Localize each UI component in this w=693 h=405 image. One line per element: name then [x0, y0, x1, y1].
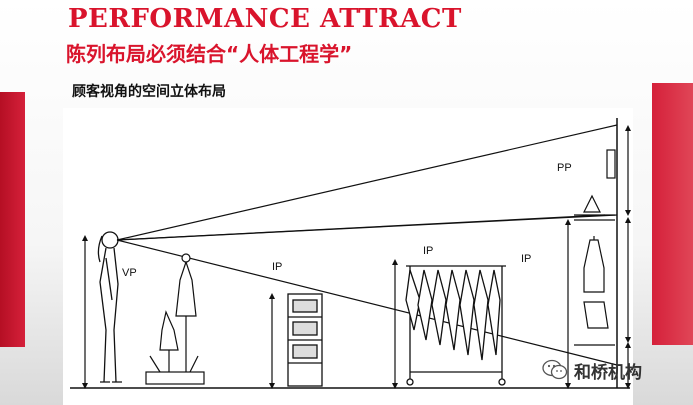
clothing-rack [405, 265, 506, 386]
page-subtitle: 陈列布局必须结合“人体工程学” [66, 42, 353, 66]
customer-figure [97, 231, 122, 383]
page-title: PERFORMANCE ATTRACT [68, 4, 462, 34]
wechat-icon [542, 359, 568, 381]
label-ip-left: IP [272, 261, 282, 273]
label-pp: PP [557, 162, 572, 174]
left-accent-bar [0, 92, 25, 347]
wechat-watermark: 和桥机构 [542, 357, 642, 383]
label-ip-center: IP [423, 245, 433, 257]
diagram-panel [63, 108, 633, 405]
display-shelf-unit [287, 293, 323, 387]
wall-display [574, 149, 616, 346]
right-accent-bar [652, 83, 693, 345]
label-vp: VP [122, 267, 137, 279]
watermark-text: 和桥机构 [574, 362, 642, 383]
sight-lines [116, 124, 618, 366]
label-ip-right: IP [521, 253, 531, 265]
diagram-title: 顾客视角的空间立体布局 [72, 84, 226, 100]
mannequin-group [145, 253, 205, 385]
